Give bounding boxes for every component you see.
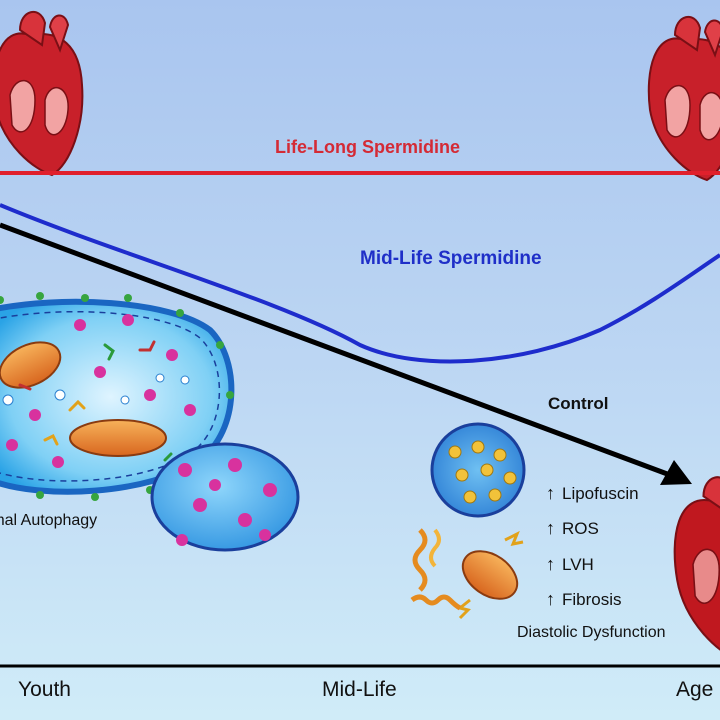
effect-label: Lipofuscin (562, 483, 639, 503)
axis-tick-youth: Youth (18, 678, 71, 701)
diastolic-dysfunction-label: Diastolic Dysfunction (517, 624, 666, 641)
control-line (0, 222, 679, 481)
control-label: Control (548, 394, 609, 413)
mid-life-spermidine-line (0, 203, 720, 364)
up-arrow-icon: ↑ (546, 483, 555, 503)
mitochondrion-icon (0, 341, 62, 389)
axis-tick-age: Age (676, 678, 714, 701)
damaged-mitochondrion-icon (410, 528, 524, 620)
mitochondrion-icon (69, 419, 167, 457)
up-arrow-icon: ↑ (546, 518, 555, 538)
up-arrow-icon: ↑ (546, 554, 555, 574)
aged-heart-top-icon (647, 16, 720, 182)
mid-life-spermidine-label: Mid-Life Spermidine (360, 248, 542, 269)
axis-tick-mid-life: Mid-Life (322, 678, 397, 701)
young-heart-icon (0, 11, 84, 177)
effect-lipofuscin: ↑ Lipofuscin (546, 483, 639, 504)
lysosome (150, 442, 300, 552)
effect-lvh: ↑ LVH (546, 554, 594, 575)
lipofuscin-vesicle (430, 422, 526, 518)
effect-ros: ↑ ROS (546, 518, 599, 539)
effect-label: ROS (562, 518, 599, 538)
effect-label: Fibrosis (562, 589, 622, 609)
effect-label: LVH (562, 554, 594, 574)
autophagy-cell (0, 292, 300, 552)
aged-heart-control-icon (673, 476, 720, 651)
effect-fibrosis: ↑ Fibrosis (546, 589, 622, 610)
normal-autophagy-label: rmal Autophagy (0, 512, 98, 529)
control-arrowhead (660, 460, 692, 485)
up-arrow-icon: ↑ (546, 589, 555, 609)
life-long-spermidine-label: Life-Long Spermidine (275, 137, 461, 157)
